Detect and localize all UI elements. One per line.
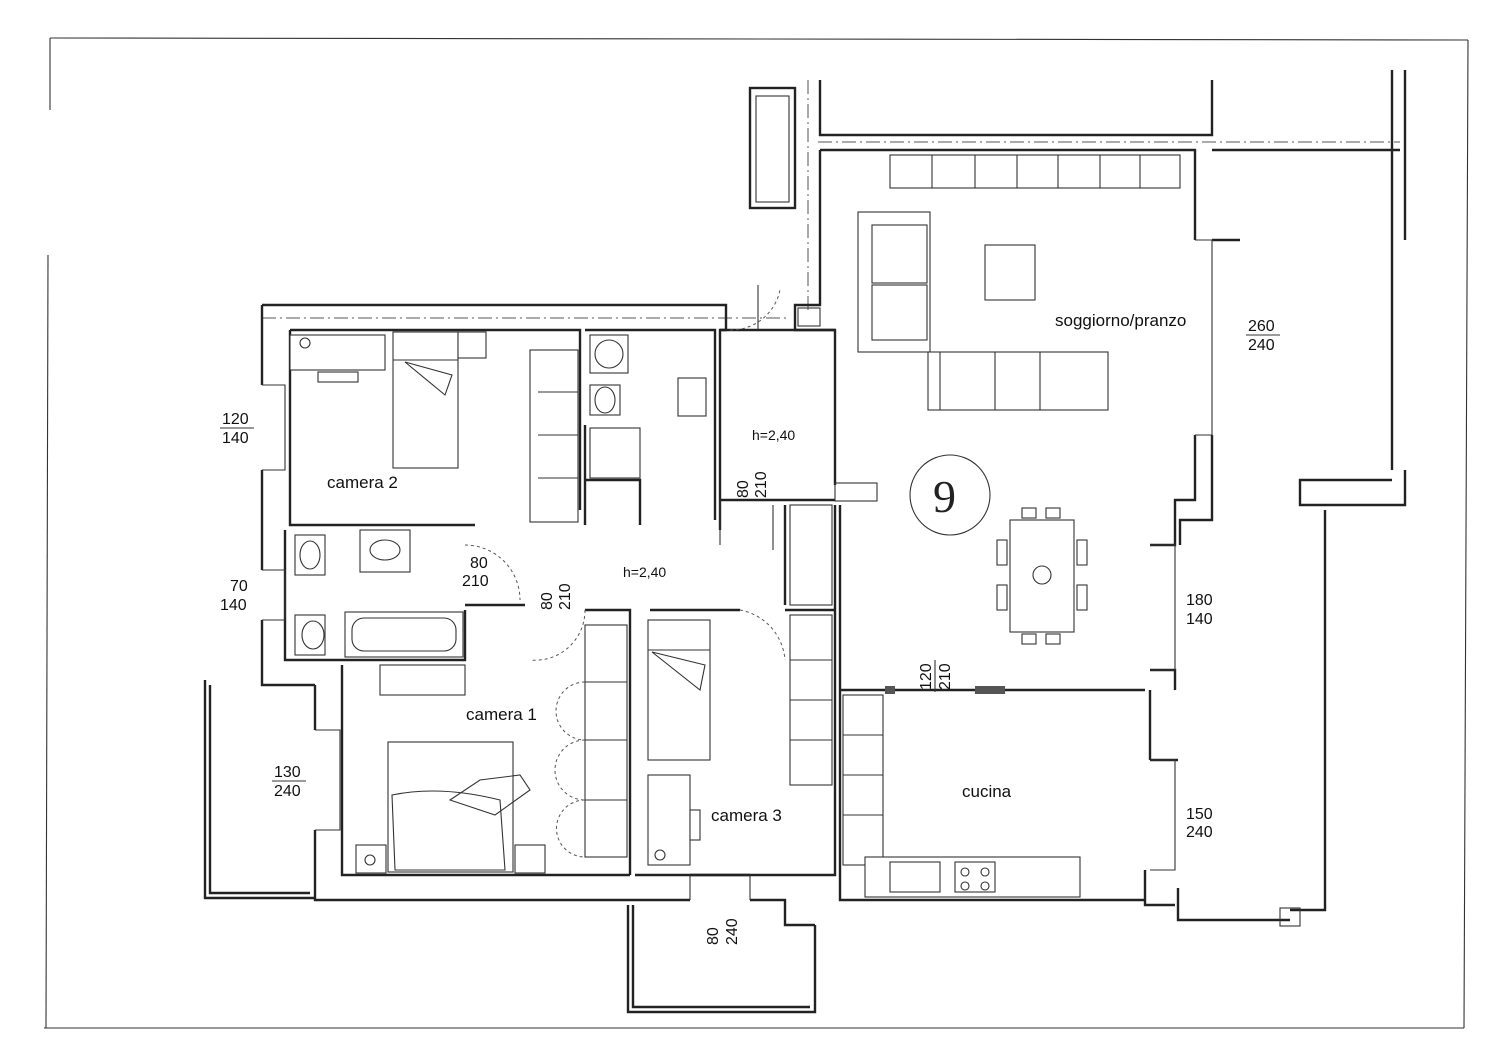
dim-cam2-win-h: 140 (222, 430, 249, 447)
kitchen-furniture (842, 686, 1081, 898)
dim-sogg-win2-h: 140 (1186, 611, 1213, 628)
height-corridoio: h=2,40 (623, 564, 666, 580)
sofa (927, 351, 1109, 411)
bathroom1-fixtures (589, 334, 707, 479)
dim-sogg-win-w: 260 (1248, 318, 1275, 335)
dim-cucina-win-w: 150 (1186, 806, 1213, 823)
dim-cucina-win-h: 240 (1186, 824, 1213, 841)
axis-lines (262, 80, 1400, 319)
dining-table (1009, 519, 1075, 633)
room-label-camera2: camera 2 (327, 473, 398, 492)
room-label-camera1: camera 1 (466, 705, 537, 724)
sheet-frame (44, 37, 1469, 1029)
dim-cam1-win-h: 240 (274, 783, 301, 800)
dim-bagno-win-w: 70 (230, 578, 248, 595)
plan-number: 9 (933, 471, 956, 522)
dim-door-bagno-h: 210 (462, 573, 489, 590)
shower (589, 334, 629, 374)
dim-door-corr-w: 80 (539, 592, 556, 610)
plan-number-circle (909, 454, 991, 536)
dim-door-cucina-w: 120 (918, 663, 935, 690)
room-label-camera3: camera 3 (711, 806, 782, 825)
camera3-furniture (647, 504, 833, 866)
bathroom2-fixtures (294, 529, 464, 658)
wardrobe2 (584, 624, 628, 858)
window-dimensions: 120 140 70 140 130 240 260 240 180 140 1… (220, 318, 1280, 841)
dim-door-corr: 80 210 (539, 583, 574, 610)
dim-cam3-win-w: 80 (705, 927, 722, 945)
living-furniture (857, 154, 1181, 645)
cooktop (954, 861, 996, 893)
wardrobe (529, 349, 579, 523)
dim-cam1-win-w: 130 (274, 764, 301, 781)
dim-door-dis: 80 210 (735, 471, 770, 498)
door-swings (464, 285, 786, 661)
armchair-sofa (857, 211, 931, 353)
toilet2 (301, 620, 325, 650)
dim-door-bagno-w: 80 (470, 555, 488, 572)
camera2-furniture (289, 331, 579, 523)
sink (677, 377, 707, 417)
dim-door-corr-h: 210 (557, 583, 574, 610)
dim-cam3-win: 80 240 (705, 918, 741, 945)
sideboard (889, 154, 1181, 189)
dim-door-cucina-h: 210 (937, 663, 954, 690)
bed-single-3 (647, 619, 711, 761)
bed-single (392, 331, 459, 469)
desk (647, 774, 691, 866)
dim-door-dis-h: 210 (753, 471, 770, 498)
dim-cam3-win-h: 240 (724, 918, 741, 945)
room-label-cucina: cucina (962, 782, 1012, 801)
dim-bagno-win-h: 140 (220, 597, 247, 614)
coffee-table (984, 244, 1036, 301)
nightstand (289, 334, 386, 371)
bed-double (387, 741, 514, 873)
dim-sogg-win2-w: 180 (1186, 592, 1213, 609)
walls (203, 70, 1407, 1014)
camera1-furniture (355, 624, 628, 874)
room-label-soggiorno: soggiorno/pranzo (1055, 311, 1186, 330)
kitchen-counter (864, 856, 1081, 898)
dim-door-dis-w: 80 (735, 480, 752, 498)
bathtub (344, 611, 464, 658)
washbasin (359, 529, 411, 573)
dim-sogg-win-h: 240 (1248, 337, 1275, 354)
kitchen-sink (889, 861, 941, 893)
height-disimpegno: h=2,40 (752, 427, 795, 443)
dim-cam2-win-w: 120 (222, 411, 249, 428)
toilet (594, 386, 616, 414)
dim-door-cucina: 120 210 (918, 660, 954, 692)
bidet (299, 540, 321, 570)
